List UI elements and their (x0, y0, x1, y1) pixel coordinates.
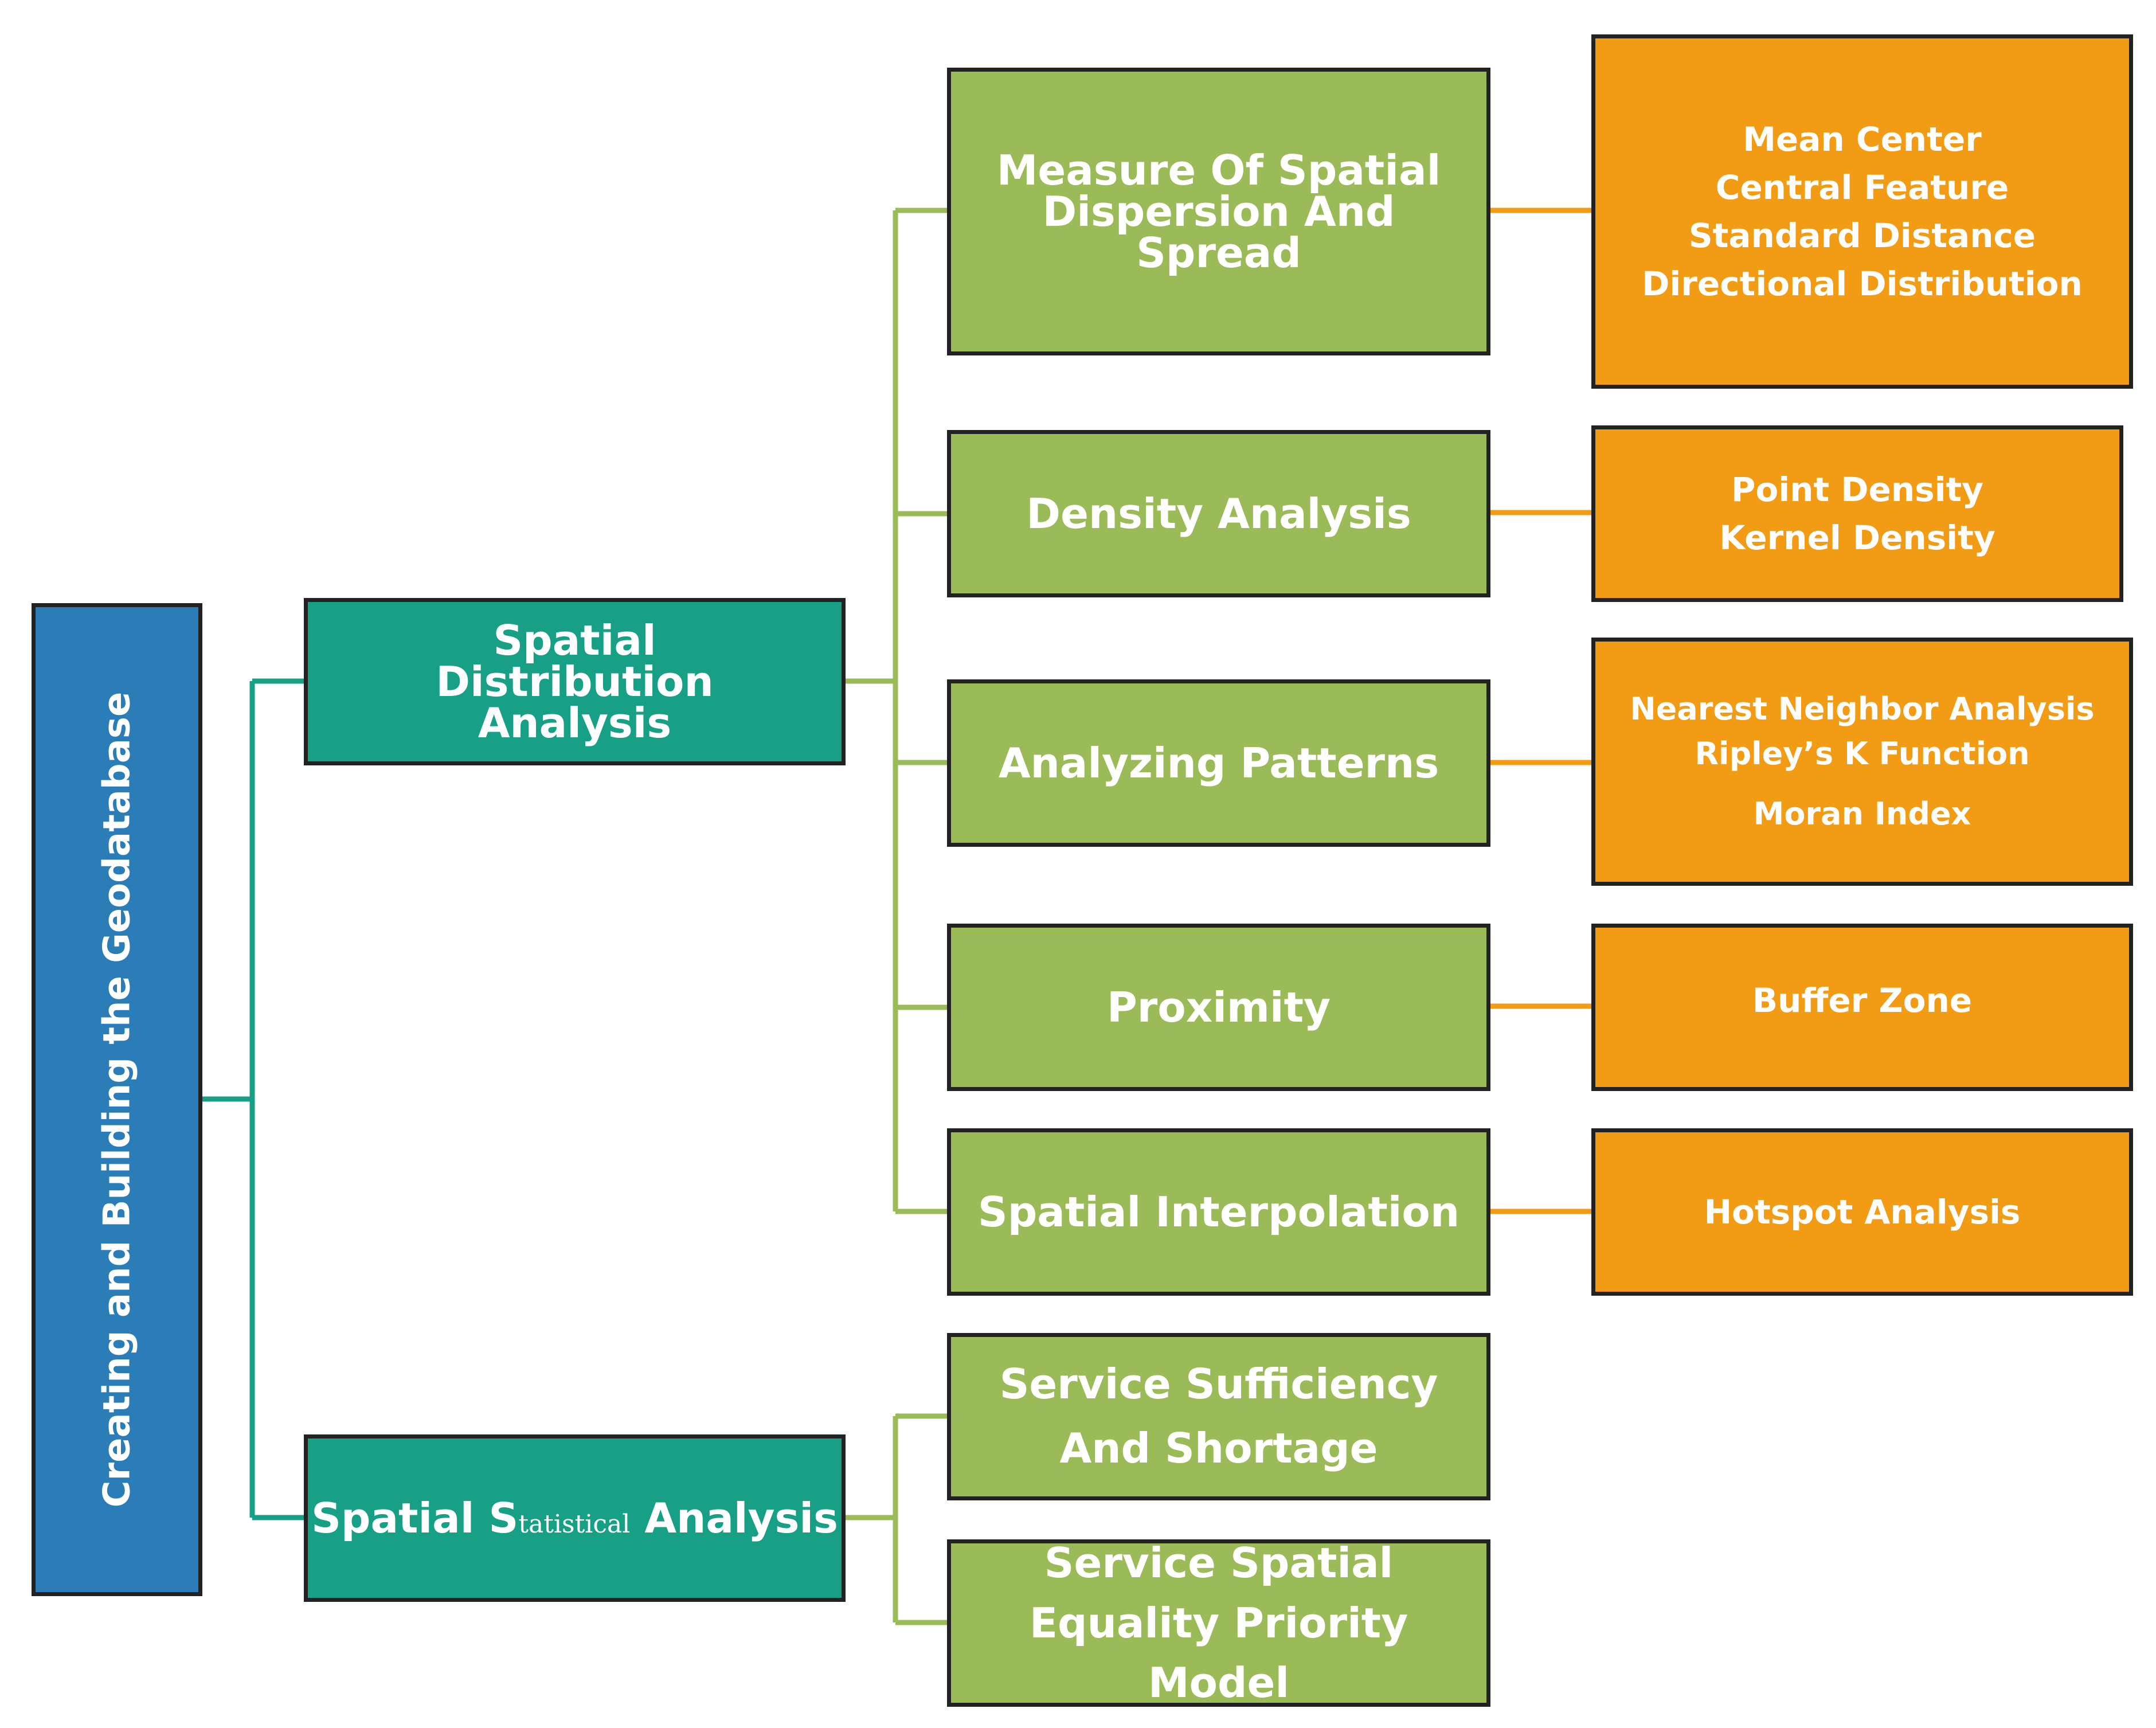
spatial-statistical-label: Spatial Statistical Analysis (311, 1498, 838, 1539)
spatial-distribution-label: Spatial Distribution Analysis (436, 616, 714, 747)
interpolation-items-node: Hotspot Analysis (1591, 1128, 2133, 1296)
item-nearest-neighbor: Nearest Neighbor Analysis (1630, 691, 2095, 728)
item-moran-index: Moran Index (1753, 795, 1971, 832)
interpolation-node: Spatial Interpolation (947, 1128, 1490, 1296)
equality-node: Service Spatial Equality Priority Model (947, 1539, 1490, 1707)
item-point-density: Point Density (1731, 470, 1984, 509)
item-directional-distribution: Directional Distribution (1642, 264, 2083, 304)
proximity-node: Proximity (947, 924, 1490, 1091)
spatial-statistical-part3: Analysis (630, 1494, 838, 1542)
spatial-distribution-node: Spatial Distribution Analysis (304, 598, 846, 765)
density-items-node: Point Density Kernel Density (1591, 425, 2123, 602)
spatial-statistical-node: Spatial Statistical Analysis (304, 1434, 846, 1602)
item-hotspot-analysis: Hotspot Analysis (1704, 1192, 2021, 1232)
root-node: Creating and Building the Geodatabase (32, 603, 202, 1596)
density-node: Density Analysis (947, 430, 1490, 597)
density-label: Density Analysis (1026, 490, 1411, 538)
item-mean-center: Mean Center (1743, 119, 1982, 159)
detail-connectors (1489, 208, 1592, 1214)
equality-label: Service Spatial Equality Priority Model (1029, 1539, 1408, 1707)
root-label: Creating and Building the Geodatabase (96, 691, 138, 1508)
dispersion-label: Measure Of Spatial Dispersion And Spread (996, 146, 1441, 277)
spatial-statistical-part1: Spatial S (311, 1494, 519, 1542)
item-kernel-density: Kernel Density (1719, 518, 1995, 557)
proximity-label: Proximity (1107, 983, 1331, 1031)
sufficiency-node: Service Sufficiency And Shortage (947, 1333, 1490, 1500)
patterns-node: Analyzing Patterns (947, 679, 1490, 847)
patterns-label: Analyzing Patterns (998, 739, 1439, 787)
sufficiency-label: Service Sufficiency And Shortage (999, 1360, 1438, 1472)
item-ripleys-k: Ripley’s K Function (1695, 736, 2030, 772)
item-buffer-zone: Buffer Zone (1752, 980, 1973, 1020)
item-central-feature: Central Feature (1715, 167, 2009, 207)
patterns-items-node: Nearest Neighbor Analysis Ripley’s K Fun… (1591, 638, 2133, 886)
interpolation-label: Spatial Interpolation (977, 1188, 1460, 1236)
dispersion-items-node: Mean Center Central Feature Standard Dis… (1591, 34, 2133, 389)
item-standard-distance: Standard Distance (1688, 216, 2036, 255)
statistical-connectors (843, 1413, 948, 1625)
root-connectors (201, 678, 307, 1520)
dispersion-node: Measure Of Spatial Dispersion And Spread (947, 68, 1490, 355)
spatial-statistical-part2: tatistical (518, 1510, 631, 1539)
proximity-items-node: Buffer Zone (1591, 924, 2133, 1091)
distribution-connectors (843, 208, 948, 1214)
